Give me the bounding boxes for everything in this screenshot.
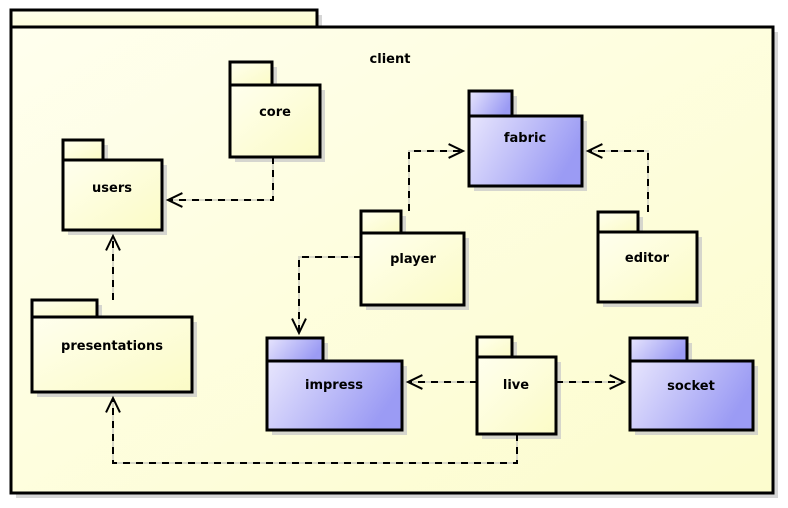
dependency-shadow [588,150,649,212]
package-player[interactable] [359,209,469,310]
dependency-arrowhead [165,192,183,208]
dependency-player-to-fabric[interactable] [408,143,466,211]
package-presentations[interactable] [30,298,197,397]
dependency-live-to-impress[interactable] [405,374,477,390]
dependency-line [168,157,274,201]
dependency-live-to-socket[interactable] [556,374,627,390]
package-body [359,231,466,307]
package-tab [228,60,274,87]
package-tab [30,298,99,319]
package-body [228,83,322,159]
package-body [61,158,164,232]
dependency-arrowhead [105,395,121,413]
dependency-line [408,150,463,211]
dependency-arrowhead [405,374,423,390]
package-tab [265,336,325,363]
dependency-editor-to-fabric[interactable] [585,143,649,212]
dependency-shadow [298,256,361,333]
package-body [475,355,558,436]
package-tab [9,8,319,29]
dependency-player-to-impress[interactable] [291,256,361,336]
package-body [265,359,404,432]
package-tab [628,336,689,363]
dependency-arrowhead [291,318,307,336]
package-tab [359,209,403,235]
dependency-arrowhead [105,233,121,251]
package-impress[interactable] [265,336,407,435]
package-body [467,114,584,188]
package-body [30,315,194,394]
package-live[interactable] [475,335,561,439]
package-socket[interactable] [628,336,758,435]
dependency-live-to-presentations[interactable] [105,395,518,464]
package-users[interactable] [61,138,167,235]
package-tab [467,89,514,118]
dependency-presentations-to-users[interactable] [105,233,121,300]
package-tab [475,335,514,359]
dependency-core-to-users[interactable] [165,157,274,208]
dependency-line [112,398,518,464]
package-editor[interactable] [596,210,702,307]
dependency-arrowhead [609,374,627,390]
package-fabric[interactable] [467,89,587,191]
package-body [596,230,699,304]
dependency-arrowhead [585,143,603,159]
package-body [628,359,755,432]
dependency-arrowhead [448,143,466,159]
package-tab [61,138,105,162]
package-core[interactable] [228,60,325,162]
package-tab [596,210,640,234]
